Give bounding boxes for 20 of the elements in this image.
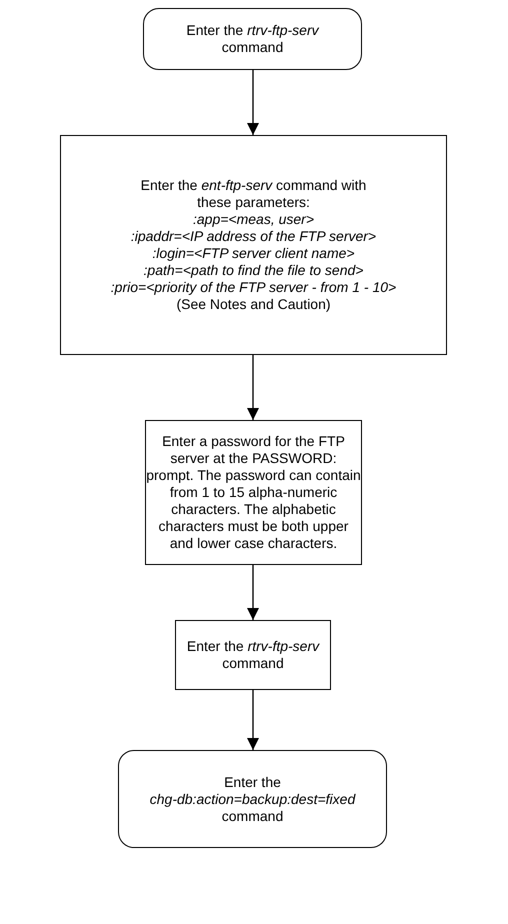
arrow bbox=[247, 70, 259, 135]
step-text: Enter a password for the FTP server at the PASSWORD: prompt. The password can contain from 1 to 15 alpha-numeric characters. The alphabetic characters must be both upper and lower case characters. bbox=[146, 433, 361, 552]
step-text: :ipaddr=<IP address of the FTP server> bbox=[130, 228, 376, 245]
process-box bbox=[145, 420, 362, 565]
terminal-box bbox=[143, 8, 362, 70]
step-text: (See Notes and Caution) bbox=[176, 296, 331, 313]
step-text: Enter the rtrv-ftp-serv command bbox=[185, 22, 320, 56]
step-text: :path=<path to find the file to send> bbox=[144, 262, 364, 279]
step-text: Enter the rtrv-ftp-serv command bbox=[186, 638, 321, 672]
step-text: :app=<meas, user> bbox=[192, 211, 314, 228]
step-text: Enter the ent-ftp-serv command with these parameters: bbox=[140, 177, 368, 211]
process-box bbox=[175, 620, 331, 690]
process-box bbox=[60, 135, 447, 355]
arrow bbox=[247, 355, 259, 420]
step-text: :prio=<priority of the FTP server - from 1 - 10> bbox=[110, 279, 396, 296]
step-text: :login=<FTP server client name> bbox=[152, 245, 355, 262]
step-text: Enter the chg-db:action=backup:dest=fixed command bbox=[148, 774, 357, 824]
arrow bbox=[247, 690, 259, 750]
arrow bbox=[247, 565, 259, 620]
terminal-box bbox=[118, 750, 387, 848]
